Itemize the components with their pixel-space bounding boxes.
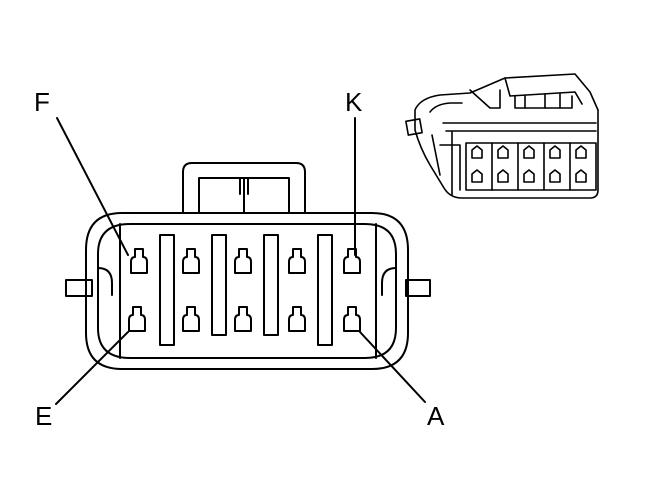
divider-bar bbox=[159, 234, 175, 346]
locking-tab bbox=[182, 162, 306, 214]
leader-A bbox=[359, 331, 426, 403]
cavity-top-2 bbox=[182, 248, 200, 274]
connector-shell-inner bbox=[97, 223, 397, 359]
cavity-bottom-3 bbox=[234, 306, 252, 332]
divider-bar bbox=[317, 234, 333, 346]
leader-E bbox=[55, 331, 129, 405]
pin-label-E: E bbox=[35, 401, 53, 431]
connector-perspective-view bbox=[405, 73, 599, 199]
cavity-bottom-4 bbox=[288, 306, 306, 332]
left-peg bbox=[65, 279, 93, 297]
cavity-K bbox=[343, 248, 361, 274]
cavity-F bbox=[130, 248, 148, 274]
connector-shell-outer bbox=[85, 212, 409, 370]
cavity-top-3 bbox=[234, 248, 252, 274]
leader-F bbox=[56, 117, 129, 256]
cavity-bottom-2 bbox=[182, 306, 200, 332]
right-peg bbox=[405, 279, 431, 297]
pin-label-F: F bbox=[34, 87, 50, 117]
divider-bar bbox=[263, 234, 279, 336]
pin-label-A: A bbox=[427, 401, 445, 431]
cavity-E bbox=[128, 306, 146, 332]
divider-bar bbox=[211, 234, 227, 336]
cavity-A bbox=[343, 306, 361, 332]
pin-label-K: K bbox=[345, 87, 363, 117]
cavity-top-4 bbox=[288, 248, 306, 274]
